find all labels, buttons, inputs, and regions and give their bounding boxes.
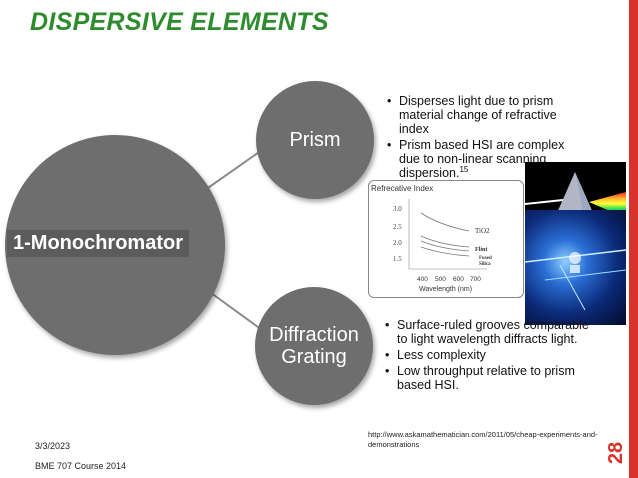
x-tick: 400 (417, 276, 428, 283)
y-tick: 3.0 (393, 205, 402, 213)
bullet-item: • Disperses light due to prism material … (387, 94, 577, 136)
grating-laser-photo (525, 210, 626, 325)
grating-photo-drawing (525, 249, 626, 311)
tio2-curve (420, 212, 470, 232)
bullet-text: Disperses light due to prism material ch… (399, 94, 557, 136)
x-tick: 600 (453, 276, 464, 283)
source-url: http://www.askamathematician.com/2011/05… (368, 430, 598, 449)
prism-circle: Prism (256, 81, 374, 199)
bullet-item: • Surface-ruled grooves comparable to li… (385, 318, 600, 346)
bullet-dot: • (387, 94, 392, 108)
bullet-dot: • (385, 348, 390, 362)
grating-circle: Diffraction Grating (255, 287, 373, 405)
bullet-text: Prism based HSI are complex due to non-l… (399, 138, 565, 180)
silica-curve (420, 246, 470, 257)
bullet-dot: • (385, 318, 390, 332)
prism-bullets: • Disperses light due to prism material … (387, 94, 577, 182)
y-tick: 2.5 (393, 223, 402, 231)
curve-label: TiO2 (475, 227, 490, 235)
citation-superscript: 15 (459, 164, 469, 174)
accent-bar (629, 0, 638, 478)
flint-curve (420, 235, 470, 248)
curve-label: Fused (479, 256, 492, 261)
y-tick: 1.5 (393, 255, 402, 263)
x-axis-label: Wavelength (nm) (419, 286, 472, 293)
graph-plot: 3.0 2.5 2.0 1.5 TiO2 Flint Fused Silica … (393, 199, 492, 293)
course-footer: BME 707 Course 2014 (35, 461, 127, 471)
refractive-index-graph: Refrecative Index 3.0 2.5 2.0 1.5 TiO2 F… (368, 180, 524, 298)
monochromator-label: 1-Monochromator (7, 230, 189, 257)
graph-title: Refrecative Index (371, 184, 434, 193)
page-number: 28 (605, 441, 627, 465)
curve-label: Flint (475, 247, 487, 253)
flint-curve-2 (420, 240, 470, 252)
x-tick: 500 (435, 276, 446, 283)
slide-title: DISPERSIVE ELEMENTS (30, 8, 329, 36)
x-tick: 700 (470, 276, 481, 283)
bullet-item: • Prism based HSI are complex due to non… (387, 138, 577, 180)
bullet-item: • Low throughput relative to prism based… (385, 364, 600, 392)
y-tick: 2.0 (393, 239, 402, 247)
bullet-text: Low throughput relative to prism based H… (397, 364, 575, 392)
bullet-dot: • (385, 364, 390, 378)
prism-label: Prism (289, 129, 341, 151)
curve-label: Silica (479, 262, 491, 267)
grating-label: Diffraction Grating (269, 324, 359, 368)
slide-date: 3/3/2023 (35, 441, 71, 451)
bullet-item: • Less complexity (385, 348, 600, 362)
grating-bullets: • Surface-ruled grooves comparable to li… (385, 318, 600, 394)
bullet-dot: • (387, 138, 392, 152)
bullet-text: Surface-ruled grooves comparable to ligh… (397, 318, 589, 346)
bullet-text: Less complexity (397, 348, 486, 362)
